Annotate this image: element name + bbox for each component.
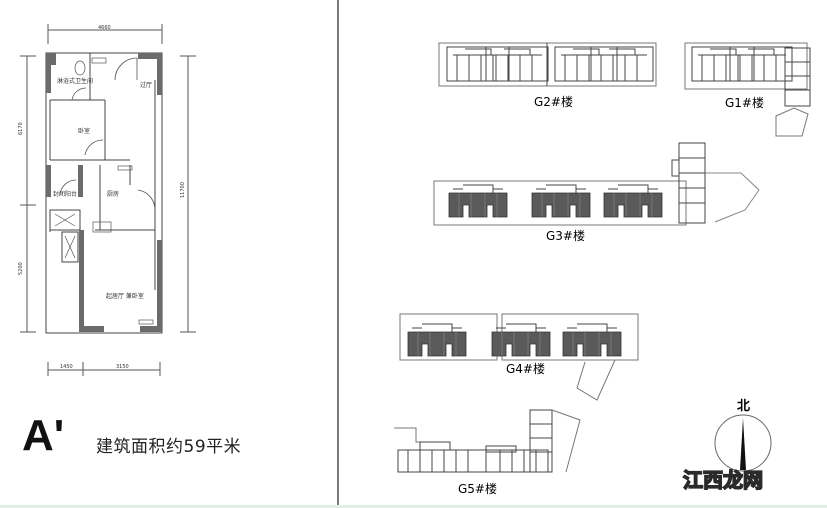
room-label-living: 起居厅 兼卧室	[106, 292, 144, 300]
dim-left-upper: 6170	[18, 122, 24, 135]
watermark: 江西龙网	[682, 464, 764, 493]
dim-top: 4660	[98, 25, 111, 31]
door-swings	[59, 57, 156, 211]
unit-floor-plan: 4660 6170 5200 11700 1450 3150	[18, 24, 196, 376]
walls	[45, 52, 163, 334]
dim-right: 11700	[180, 182, 186, 198]
dimension-lines	[20, 24, 196, 376]
unit-type-label: A'	[22, 411, 65, 460]
building-g2[interactable]: G2#楼	[438, 42, 657, 109]
room-label-hall: 过厅	[140, 81, 152, 89]
bottom-strip	[0, 505, 827, 508]
building-g4[interactable]: G4#楼	[399, 313, 639, 401]
building-g1-label: G1#楼	[725, 95, 764, 110]
north-compass: 北	[714, 399, 772, 472]
site-plan: G2#楼 G1#楼 G3#楼 G4#楼	[394, 42, 811, 496]
fixtures	[54, 57, 154, 325]
building-g4-label: G4#楼	[506, 361, 545, 376]
building-g5[interactable]: G5#楼	[394, 409, 581, 496]
building-g3-label: G3#楼	[546, 228, 585, 243]
building-g2-label: G2#楼	[534, 94, 573, 109]
north-label: 北	[737, 399, 750, 414]
dim-left-lower: 5200	[18, 262, 24, 275]
dim-bottom-right: 3150	[116, 364, 129, 370]
dim-bottom-left: 1450	[60, 364, 73, 370]
room-label-bathroom: 淋浴式卫生间	[57, 77, 93, 85]
room-label-kitchen: 厨房	[107, 190, 119, 198]
building-g5-label: G5#楼	[458, 481, 497, 496]
watermark-part1: 江西	[682, 467, 724, 493]
panel-divider	[337, 0, 339, 505]
unit-area-text: 建筑面积约59平米	[96, 437, 242, 457]
building-g3[interactable]: G3#楼	[433, 142, 760, 243]
room-label-balcony: 封闭阳台	[53, 190, 77, 198]
compass-circle	[714, 414, 772, 472]
north-arrow-icon	[740, 418, 746, 470]
building-g1[interactable]: G1#楼	[684, 42, 811, 137]
watermark-part2: 龙网	[722, 467, 764, 493]
room-label-bedroom: 卧室	[78, 127, 90, 135]
